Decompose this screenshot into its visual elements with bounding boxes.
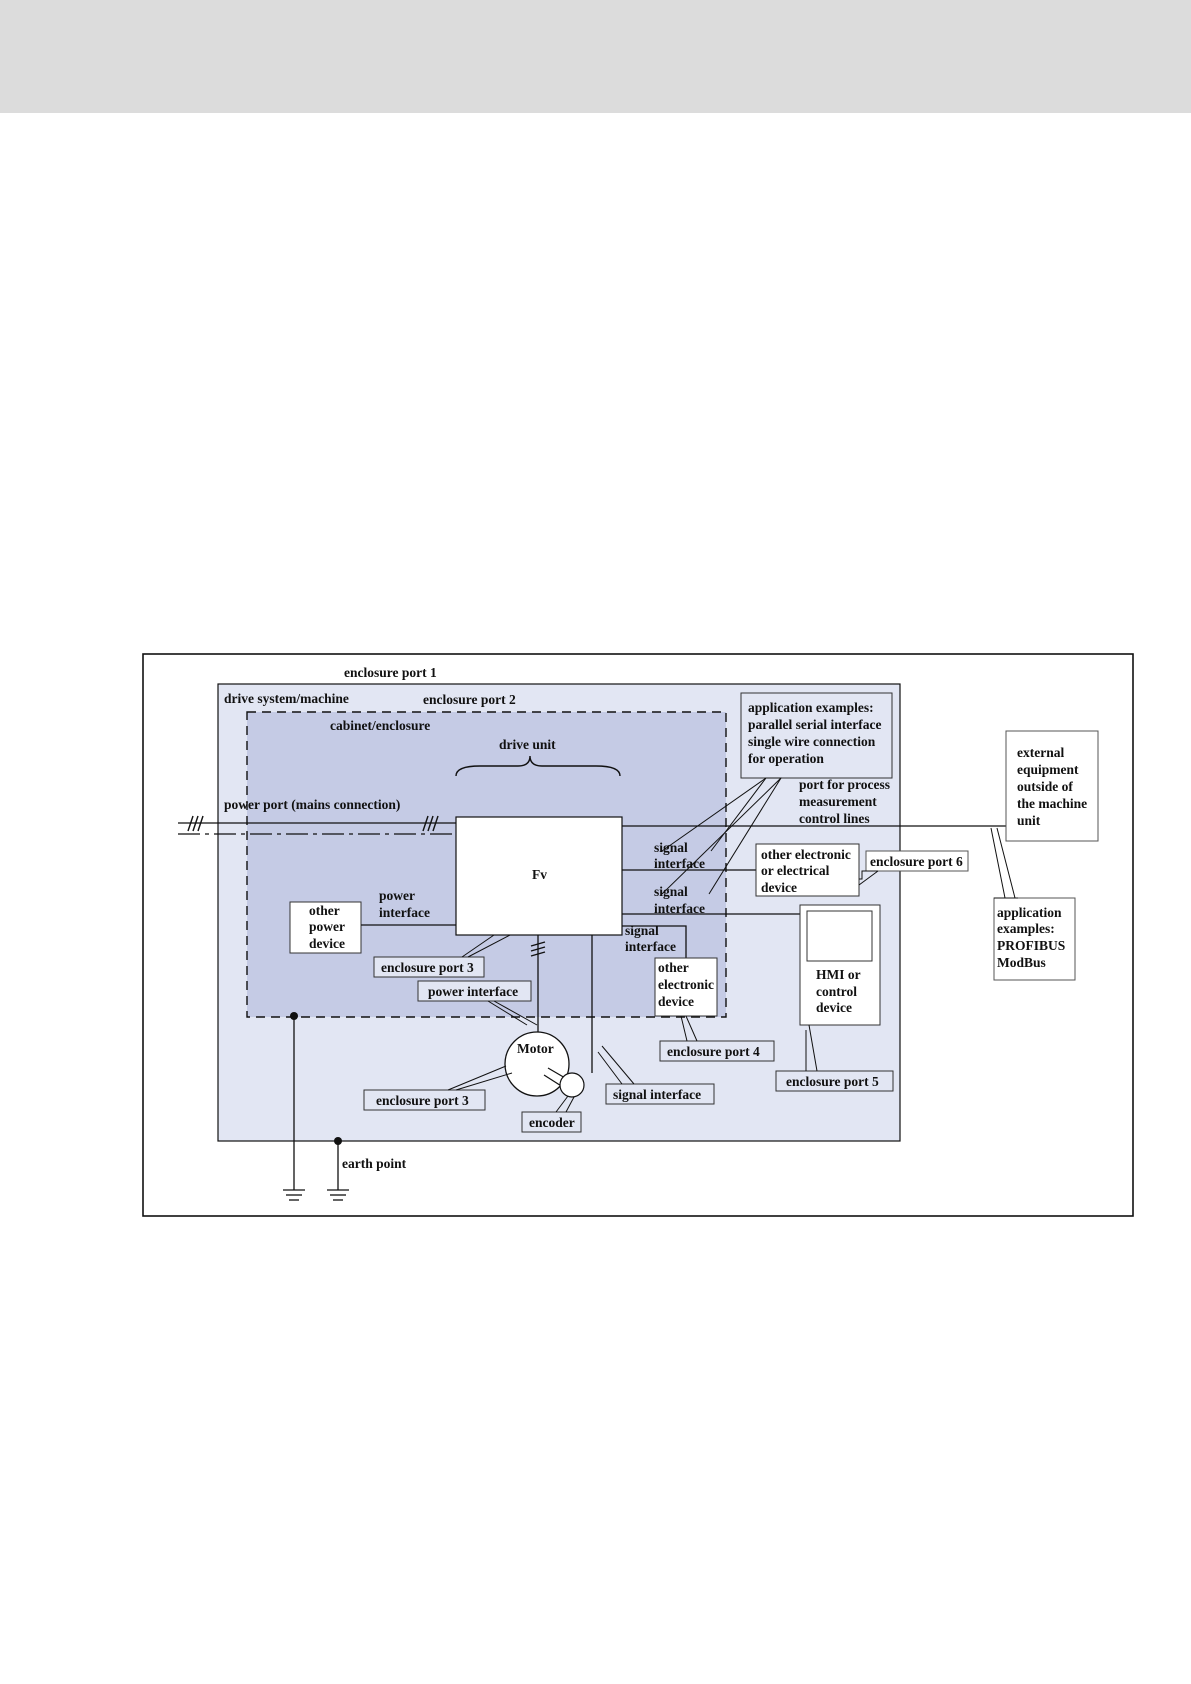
other-electronic-2-line-1: other (658, 960, 689, 975)
enclosure-port-5-callout (805, 1024, 818, 1072)
hmi-line-2: control (816, 984, 857, 999)
external-line-1: external (1017, 745, 1064, 760)
external-line-4: the machine (1017, 796, 1087, 811)
enclosure-port-3b-callout (447, 1065, 513, 1091)
power-interface-box (417, 980, 532, 1002)
other-power-line-1: other (309, 903, 340, 918)
earth-node-cabinet (290, 1012, 298, 1020)
ground-symbol-1 (283, 1189, 305, 1201)
enclosure-port-4-label: enclosure port 4 (667, 1044, 760, 1059)
app-bus-line-1: application (997, 905, 1062, 920)
encoder-callout (555, 1095, 575, 1113)
app-bus-callout (990, 827, 1016, 899)
port-process-line-1: port for process (799, 777, 890, 792)
other-electronic-device-1 (755, 843, 860, 897)
app-examples-line-4: for operation (748, 751, 824, 766)
earth-node-machine (334, 1137, 342, 1145)
signal-interface-2-line-2: interface (654, 901, 705, 916)
signal-interface-callout (597, 1045, 635, 1085)
drive-unit-brace (455, 755, 621, 777)
other-electronic-1-line-1: other electronic (761, 847, 851, 862)
signal-interface-box-label: signal interface (613, 1087, 701, 1102)
other-electronic-2-line-2: electronic (658, 977, 714, 992)
app-examples-bus-box (993, 897, 1076, 981)
header-band (0, 0, 1191, 113)
enclosure-port-3a-label: enclosure port 3 (381, 960, 474, 975)
hmi-line-1: HMI or (816, 967, 861, 982)
external-line-3: outside of (1017, 779, 1073, 794)
drive-unit-label: drive unit (499, 737, 556, 752)
enclosure-port-3b-box (363, 1089, 486, 1111)
other-electronic-1-line-2: or electrical (761, 863, 830, 878)
signal-line-3 (622, 925, 687, 958)
encoder-circle (559, 1072, 585, 1098)
ground-symbol-2 (327, 1189, 349, 1201)
motor-label: Motor (517, 1041, 554, 1056)
enclosure-port-3b-label: enclosure port 3 (376, 1093, 469, 1108)
enclosure-port-6-callout (859, 870, 878, 880)
signal-interface-1-line-2: interface (654, 856, 705, 871)
enclosure-port-6-label: enclosure port 6 (870, 854, 963, 869)
signal-interface-box (605, 1083, 715, 1105)
port-process-line-3: control lines (799, 811, 870, 826)
signal-interface-2-line-1: signal (654, 884, 688, 899)
other-power-line-2: power (309, 919, 345, 934)
signal-interface-3-line-1: signal (625, 923, 659, 938)
external-line-2: equipment (1017, 762, 1079, 777)
hmi-line-3: device (816, 1000, 852, 1015)
other-electronic-1-line-3: device (761, 880, 797, 895)
enclosure-port-4-box (659, 1040, 775, 1062)
app-examples-line-2: parallel serial interface (748, 717, 881, 732)
signal-interface-1-line-1: signal (654, 840, 688, 855)
mains-triple-slash-left (187, 815, 204, 832)
enclosure-port-3a-box (373, 956, 485, 978)
enclosure-port-6-box (865, 850, 969, 872)
app-bus-line-3: PROFIBUS (997, 938, 1065, 953)
encoder-box (521, 1111, 582, 1133)
cabinet-label: cabinet/enclosure (330, 718, 430, 733)
external-equipment-box (1005, 730, 1099, 842)
other-power-device-box (289, 901, 362, 954)
fv-label: Fv (532, 867, 547, 882)
motor-circle (504, 1031, 570, 1097)
power-interface-box-label: power interface (428, 984, 518, 999)
enclosure-port-4-callout (680, 1015, 698, 1042)
app-examples-line-3: single wire connection (748, 734, 876, 749)
app-bus-line-4: ModBus (997, 955, 1046, 970)
enclosure-port-3a-callout (461, 934, 511, 958)
enclosure-port-5-label: enclosure port 5 (786, 1074, 879, 1089)
earth-point-label: earth point (342, 1156, 407, 1171)
power-interface-line-1: power (379, 888, 415, 903)
hmi-screen (806, 910, 873, 962)
app-examples-box (740, 692, 893, 779)
power-interface-callout (487, 1000, 538, 1026)
drive-unit-box (455, 816, 623, 936)
enclosure-port-5-box (775, 1070, 894, 1092)
signal-interface-3-line-2: interface (625, 939, 676, 954)
other-power-line-3: device (309, 936, 345, 951)
other-electronic-device-2 (654, 957, 718, 1017)
app-examples-line-1: application examples: (748, 700, 874, 715)
mains-triple-slash-right (422, 815, 439, 832)
port-process-line-2: measurement (799, 794, 877, 809)
enclosure-port-1-label: enclosure port 1 (344, 665, 437, 680)
power-interface-line-2: interface (379, 905, 430, 920)
other-electronic-2-line-3: device (658, 994, 694, 1009)
external-line-5: unit (1017, 813, 1041, 828)
app-bus-line-2: examples: (997, 921, 1055, 936)
encoder-label: encoder (529, 1115, 575, 1130)
power-port-label: power port (mains connection) (224, 797, 400, 812)
drive-system-label: drive system/machine (224, 691, 349, 706)
motor-cable-triple-slash (530, 941, 546, 957)
enclosure-port-2-label: enclosure port 2 (423, 692, 516, 707)
app-examples-callout (661, 777, 782, 895)
